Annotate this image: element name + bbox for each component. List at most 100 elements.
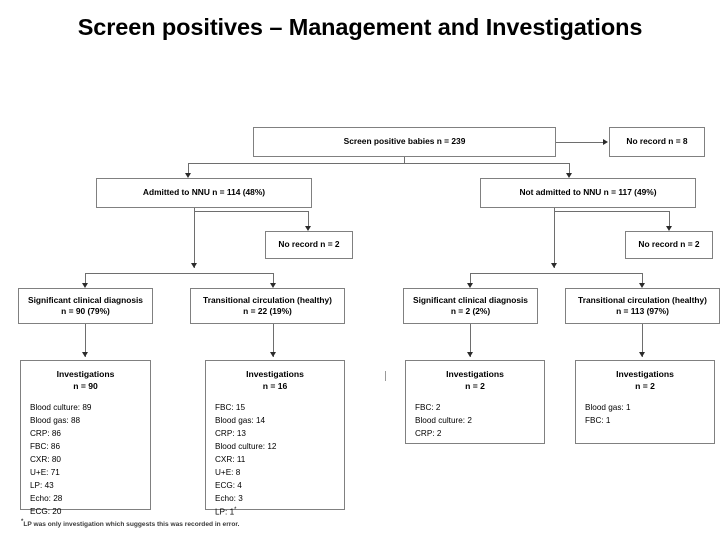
connector-right-trans-to-inv	[642, 324, 643, 357]
node-right-significant-diagnosis-line1: Significant clinical diagnosis	[413, 294, 528, 305]
investigations-box-1-heading: Investigations n = 90	[21, 368, 150, 393]
arrowhead-not-admitted-split	[550, 263, 557, 268]
node-left-transitional-circulation-line1: Transitional circulation (healthy)	[203, 294, 332, 305]
node-not-admitted-to-nnu-label: Not admitted to NNU n = 117 (49%)	[519, 187, 657, 198]
list-item: U+E: 8	[215, 467, 241, 477]
connector-to-right-trans	[642, 273, 643, 285]
node-right-transitional-circulation-line1: Transitional circulation (healthy)	[578, 294, 707, 305]
investigations-box-1-count: n = 90	[73, 381, 98, 392]
investigations-box-2-count: n = 16	[262, 381, 288, 392]
node-screen-positive-babies[interactable]: Screen positive babies n = 239	[253, 127, 556, 157]
connector-to-left-trans	[273, 273, 274, 285]
list-item-label: LP: 1	[215, 507, 235, 517]
investigations-box-1[interactable]: Investigations n = 90 Blood culture: 89 …	[20, 360, 151, 516]
connector-not-admitted-to-norecord-right	[669, 211, 670, 228]
list-item: Blood culture: 89	[30, 402, 92, 412]
investigations-box-4-count: n = 2	[635, 381, 655, 392]
footnote-marker-icon: *	[234, 506, 237, 513]
investigations-box-4-title: Investigations	[616, 369, 674, 379]
list-item: Echo: 3	[215, 493, 243, 503]
list-item: Blood gas: 14	[215, 415, 266, 425]
investigations-box-1-title: Investigations	[56, 369, 115, 379]
node-left-transitional-circulation[interactable]: Transitional circulation (healthy) n = 2…	[190, 288, 345, 324]
arrowhead-inv-box4	[638, 352, 645, 357]
node-admitted-to-nnu-label: Admitted to NNU n = 114 (48%)	[142, 187, 266, 198]
connector-not-admitted-bus-right	[554, 211, 670, 212]
footnote: *LP was only investigation which suggest…	[21, 519, 239, 528]
investigations-box-2-title: Investigations	[246, 369, 304, 379]
investigations-box-2-list: FBC: 15 Blood gas: 14 CRP: 13 Blood cult…	[206, 402, 344, 519]
node-left-significant-diagnosis-line2: n = 90 (79%)	[61, 306, 110, 316]
arrowhead-norecord-top	[603, 138, 608, 145]
connector-to-right-sig	[470, 273, 471, 285]
connector-admitted-to-norecord-left	[308, 211, 309, 228]
connector-root-bus	[188, 163, 569, 164]
list-item: CXR: 80	[30, 454, 61, 464]
investigations-box-3-list: FBC: 2 Blood culture: 2 CRP: 2	[406, 402, 544, 441]
investigations-box-2[interactable]: Investigations n = 16 FBC: 15 Blood gas:…	[205, 360, 345, 516]
connector-root-to-norecord-top	[556, 142, 603, 143]
footnote-star-icon: *	[21, 519, 24, 525]
investigations-box-4[interactable]: Investigations n = 2 Blood gas: 1 FBC: 1	[575, 360, 715, 444]
node-not-admitted-to-nnu[interactable]: Not admitted to NNU n = 117 (49%)	[480, 178, 696, 208]
arrowhead-inv-box3	[466, 352, 473, 357]
list-item: FBC: 15	[215, 402, 246, 412]
connector-admitted-split-bus	[85, 273, 274, 274]
connector-admitted-bus-right	[194, 211, 309, 212]
list-item: Blood gas: 1	[585, 402, 631, 412]
list-item: CXR: 11	[215, 454, 246, 464]
node-no-record-left-label: No record n = 2	[278, 239, 340, 250]
node-no-record-top[interactable]: No record n = 8	[609, 127, 705, 157]
node-right-significant-diagnosis-line2: n = 2 (2%)	[450, 306, 491, 316]
node-left-significant-diagnosis[interactable]: Significant clinical diagnosis n = 90 (7…	[18, 288, 153, 324]
node-right-significant-diagnosis[interactable]: Significant clinical diagnosis n = 2 (2%…	[403, 288, 538, 324]
list-item: FBC: 1	[585, 415, 611, 425]
list-item: FBC: 86	[30, 441, 61, 451]
connector-root-to-admitted	[188, 163, 189, 175]
connector-right-sig-to-inv	[470, 324, 471, 357]
node-left-transitional-circulation-line2: n = 22 (19%)	[243, 306, 292, 316]
arrowhead-inv-box2	[269, 352, 276, 357]
node-left-significant-diagnosis-line1: Significant clinical diagnosis	[28, 294, 143, 305]
node-no-record-right[interactable]: No record n = 2	[625, 231, 713, 259]
arrowhead-left-sig	[81, 283, 88, 288]
list-item: Blood culture: 12	[215, 441, 277, 451]
node-no-record-top-label: No record n = 8	[626, 136, 688, 147]
investigations-box-3-heading: Investigations n = 2	[406, 368, 544, 393]
footnote-text: LP was only investigation which suggests…	[23, 521, 240, 529]
list-item: LP: 43	[30, 480, 54, 490]
connector-root-to-not-admitted	[569, 163, 570, 175]
list-item: ECG: 20	[30, 506, 62, 516]
list-item: LP: 1*	[215, 506, 344, 520]
connector-admitted-stem	[194, 208, 195, 268]
node-right-transitional-circulation[interactable]: Transitional circulation (healthy) n = 1…	[565, 288, 720, 324]
arrowhead-norecord-right	[665, 226, 672, 231]
connector-root-stem	[404, 157, 405, 163]
investigations-box-3[interactable]: Investigations n = 2 FBC: 2 Blood cultur…	[405, 360, 545, 444]
investigations-box-4-heading: Investigations n = 2	[576, 368, 714, 393]
investigations-box-1-list: Blood culture: 89 Blood gas: 88 CRP: 86 …	[21, 402, 150, 519]
investigations-box-3-count: n = 2	[465, 381, 485, 392]
investigations-box-3-title: Investigations	[446, 369, 504, 379]
connector-not-admitted-split-bus	[470, 273, 643, 274]
list-item: CRP: 86	[30, 428, 61, 438]
list-item: Echo: 28	[30, 493, 63, 503]
arrowhead-admitted	[184, 173, 191, 178]
investigations-box-4-list: Blood gas: 1 FBC: 1	[576, 402, 714, 428]
node-right-transitional-circulation-line2: n = 113 (97%)	[616, 306, 669, 316]
list-item: CRP: 2	[415, 428, 442, 438]
arrowhead-right-sig	[466, 283, 473, 288]
connector-not-admitted-stem	[554, 208, 555, 268]
arrowhead-not-admitted	[565, 173, 572, 178]
arrowhead-right-trans	[638, 283, 645, 288]
connector-left-sig-to-inv	[85, 324, 86, 357]
node-admitted-to-nnu[interactable]: Admitted to NNU n = 114 (48%)	[96, 178, 312, 208]
list-item: CRP: 13	[215, 428, 246, 438]
list-item: FBC: 2	[415, 402, 441, 412]
stray-tick-mark	[385, 371, 386, 381]
list-item: ECG: 4	[215, 480, 242, 490]
list-item: Blood gas: 88	[30, 415, 81, 425]
node-no-record-left[interactable]: No record n = 2	[265, 231, 353, 259]
list-item: U+E: 71	[30, 467, 60, 477]
